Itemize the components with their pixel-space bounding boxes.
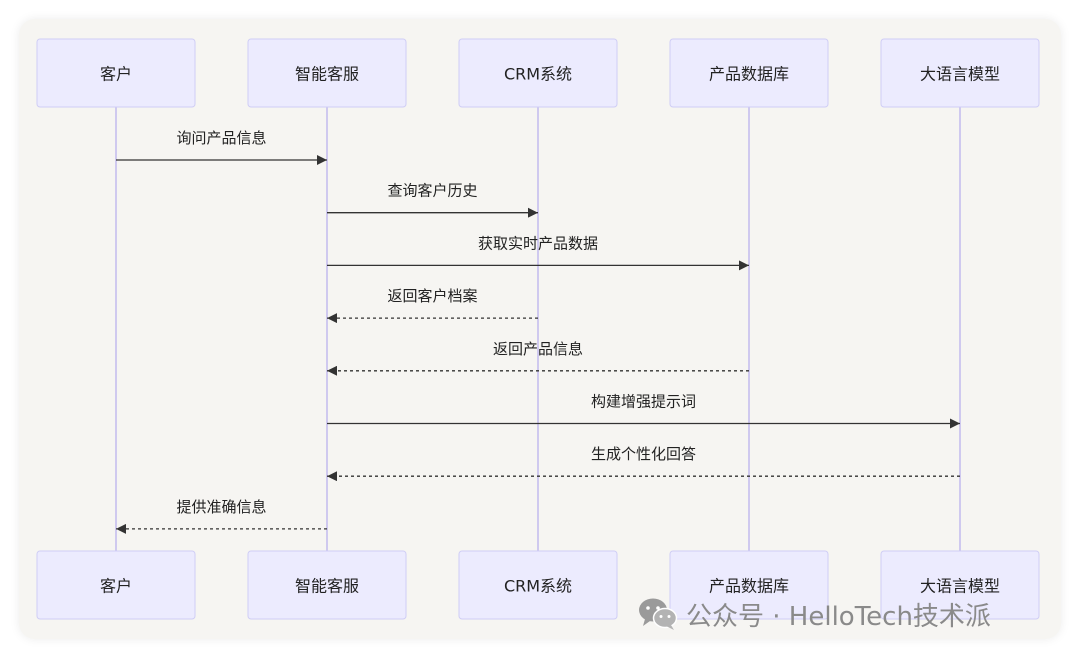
diagram-frame	[19, 19, 1061, 639]
actor-label: 产品数据库	[709, 577, 789, 596]
actor-llm-top: 大语言模型	[880, 38, 1040, 108]
message-label: 构建增强提示词	[591, 393, 696, 411]
message: 获取实时产品数据	[327, 234, 749, 271]
message-label: 返回客户档案	[387, 287, 477, 305]
actor-customer-bottom: 客户	[36, 550, 196, 620]
actor-service-top: 智能客服	[247, 38, 407, 108]
watermark-text: 公众号 · HelloTech技术派	[686, 601, 991, 632]
message-label: 询问产品信息	[176, 129, 266, 147]
message-label: 提供准确信息	[176, 498, 266, 516]
message-label: 返回产品信息	[493, 340, 583, 358]
actor-service-bottom: 智能客服	[247, 550, 407, 620]
actor-box	[669, 550, 829, 620]
wechat-icon	[639, 598, 678, 630]
actor-label: 智能客服	[295, 65, 359, 84]
message: 返回产品信息	[327, 340, 749, 376]
actor-box	[458, 38, 618, 108]
actor-customer-top: 客户	[36, 38, 196, 108]
actor-label: 客户	[100, 577, 132, 596]
message: 构建增强提示词	[327, 393, 960, 429]
actor-label: CRM系统	[504, 577, 572, 596]
actor-box	[36, 550, 196, 620]
watermark: 公众号 · HelloTech技术派	[638, 594, 991, 634]
actor-label: 大语言模型	[920, 65, 1000, 84]
actor-label: 产品数据库	[709, 65, 789, 84]
actor-crm-top: CRM系统	[458, 38, 618, 108]
actor-productdb-bottom: 产品数据库	[669, 550, 829, 620]
actor-llm-bottom: 大语言模型	[880, 550, 1040, 620]
actor-box	[247, 550, 407, 620]
actor-box	[458, 550, 618, 620]
actor-box	[36, 38, 196, 108]
actor-box	[669, 38, 829, 108]
actor-label: 智能客服	[295, 577, 359, 596]
message-label: 查询客户历史	[387, 182, 477, 200]
actor-box	[880, 550, 1040, 620]
actor-productdb-top: 产品数据库	[669, 38, 829, 108]
actor-label: 客户	[100, 65, 132, 84]
message: 提供准确信息	[116, 498, 327, 534]
message: 查询客户历史	[327, 182, 538, 218]
actor-box	[880, 38, 1040, 108]
actor-box	[247, 38, 407, 108]
message: 询问产品信息	[116, 129, 327, 165]
actor-label: 大语言模型	[920, 577, 1000, 596]
actor-crm-bottom: CRM系统	[458, 550, 618, 620]
actor-label: CRM系统	[504, 65, 572, 84]
message: 返回客户档案	[327, 287, 538, 324]
message: 生成个性化回答	[327, 445, 960, 482]
message-label: 生成个性化回答	[591, 445, 696, 463]
message-label: 获取实时产品数据	[478, 234, 598, 252]
